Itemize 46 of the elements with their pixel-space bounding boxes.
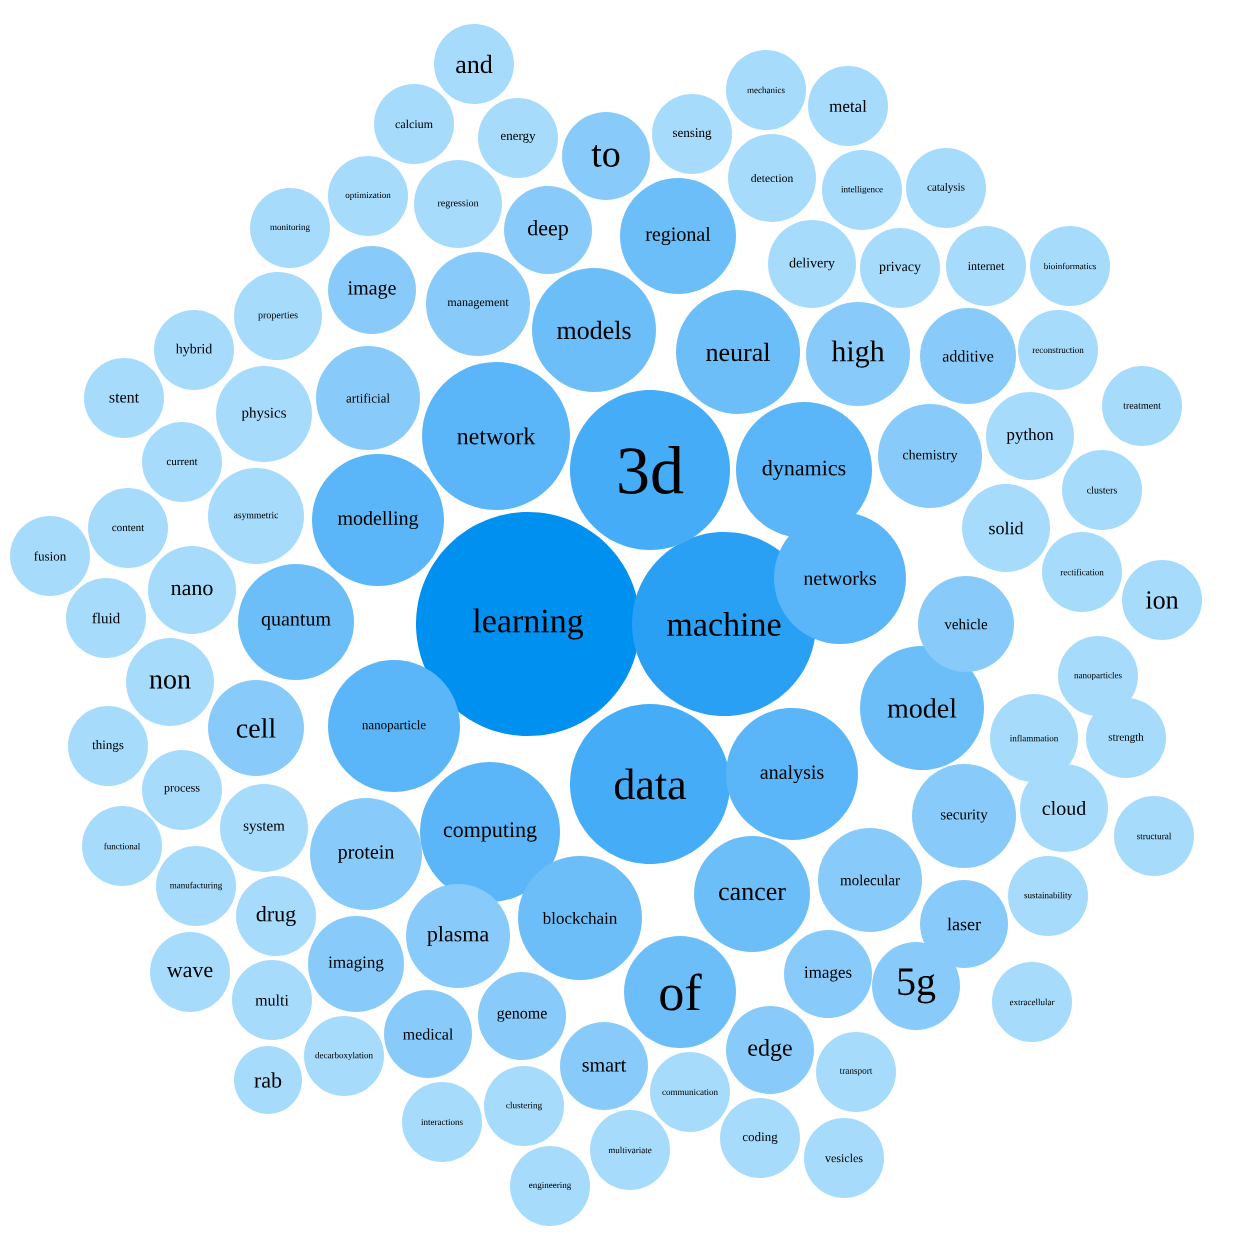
word-bubble: to — [562, 112, 650, 200]
word-bubble: images — [784, 930, 872, 1018]
word-bubble: protein — [310, 798, 422, 910]
word-bubble: 5g — [872, 942, 960, 1030]
word-bubble: nano — [148, 546, 236, 634]
word-bubble: smart — [560, 1022, 648, 1110]
word-bubble: edge — [726, 1006, 814, 1094]
word-bubble: data — [570, 704, 730, 864]
word-bubble: metal — [808, 66, 888, 146]
word-bubble: analysis — [726, 708, 858, 840]
word-bubble: image — [328, 246, 416, 334]
word-bubble: genome — [478, 972, 566, 1060]
word-bubble: non — [126, 638, 214, 726]
word-bubble: regional — [620, 178, 736, 294]
word-bubble: rab — [234, 1046, 302, 1114]
word-bubble: modelling — [312, 454, 444, 586]
word-bubble: high — [806, 302, 910, 406]
word-bubble: cloud — [1020, 764, 1108, 852]
word-bubble: cancer — [694, 836, 810, 952]
word-bubble: medical — [384, 990, 472, 1078]
word-bubble: of — [624, 936, 736, 1048]
word-bubble: neural — [676, 290, 800, 414]
word-bubble: imaging — [308, 916, 404, 1012]
word-bubble: dynamics — [736, 402, 872, 538]
word-bubble: drug — [236, 876, 316, 956]
word-bubble: solid — [962, 484, 1050, 572]
word-bubble: 3d — [570, 390, 730, 550]
word-bubble: python — [986, 392, 1074, 480]
word-bubble: laser — [920, 880, 1008, 968]
word-bubble: quantum — [238, 564, 354, 680]
word-bubble: blockchain — [518, 856, 642, 980]
word-bubble: cell — [208, 680, 304, 776]
word-bubble: ion — [1122, 560, 1202, 640]
word-bubble: network — [422, 362, 570, 510]
word-bubble: model — [860, 646, 984, 770]
word-bubble: deep — [504, 186, 592, 274]
word-bubble: plasma — [406, 884, 510, 988]
word-bubble: computing — [420, 762, 560, 902]
node-label: cloud — [1042, 800, 1086, 816]
word-bubble: multi — [232, 960, 312, 1040]
word-bubble: models — [532, 268, 656, 392]
node-label: dynamics — [762, 460, 846, 480]
word-bubble: and — [434, 24, 514, 104]
word-bubble: additive — [920, 308, 1016, 404]
word-bubble: stent — [84, 358, 164, 438]
word-bubble: wave — [150, 932, 230, 1012]
